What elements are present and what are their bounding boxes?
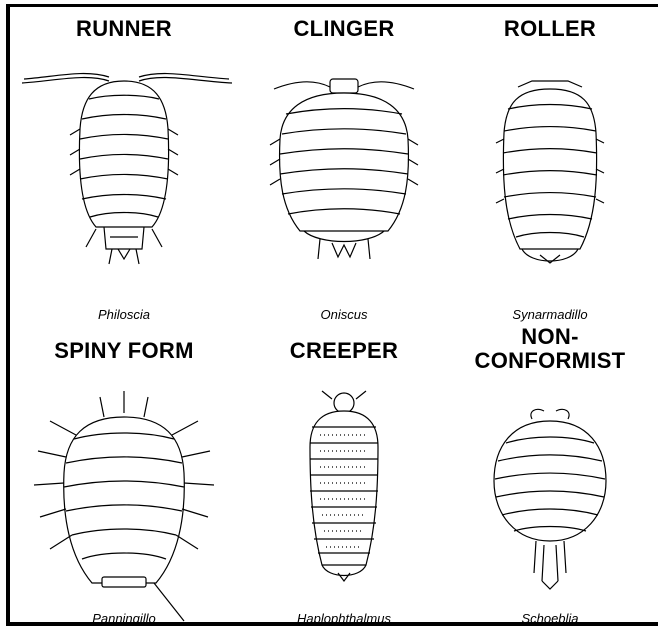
roller-title: ROLLER <box>440 17 658 41</box>
non-conformist-genus: Schoeblia <box>440 611 658 626</box>
creeper-panel: CREEPER Haplophthalmus <box>234 325 454 626</box>
clinger-isopod-drawing <box>234 59 454 309</box>
runner-title: RUNNER <box>14 17 234 41</box>
clinger-panel: CLINGER Oniscus <box>234 7 454 317</box>
creeper-isopod-drawing <box>234 377 454 626</box>
clinger-genus: Oniscus <box>234 307 454 322</box>
creeper-genus: Haplophthalmus <box>234 611 454 626</box>
non-conformist-title-line1: NON- <box>440 325 658 349</box>
runner-isopod-drawing <box>14 59 234 309</box>
roller-isopod-drawing <box>440 59 658 309</box>
roller-genus: Synarmadillo <box>440 307 658 322</box>
runner-genus: Philoscia <box>14 307 234 322</box>
spiny-form-panel: SPINY FORM Panningillo <box>14 325 234 626</box>
spiny-form-genus: Panningillo <box>14 611 234 626</box>
non-conformist-panel: NON- CONFORMIST Schoeblia <box>440 325 658 626</box>
clinger-title: CLINGER <box>234 17 454 41</box>
runner-panel: RUNNER Philoscia <box>14 7 234 317</box>
isopod-forms-figure: RUNNER Philoscia CLINGER <box>6 4 658 626</box>
spiny-form-isopod-drawing <box>14 377 234 626</box>
roller-panel: ROLLER Synarmadillo <box>440 7 658 317</box>
spiny-form-title: SPINY FORM <box>14 339 234 363</box>
non-conformist-title-line2: CONFORMIST <box>440 349 658 373</box>
non-conformist-isopod-drawing <box>440 377 658 626</box>
creeper-title: CREEPER <box>234 339 454 363</box>
